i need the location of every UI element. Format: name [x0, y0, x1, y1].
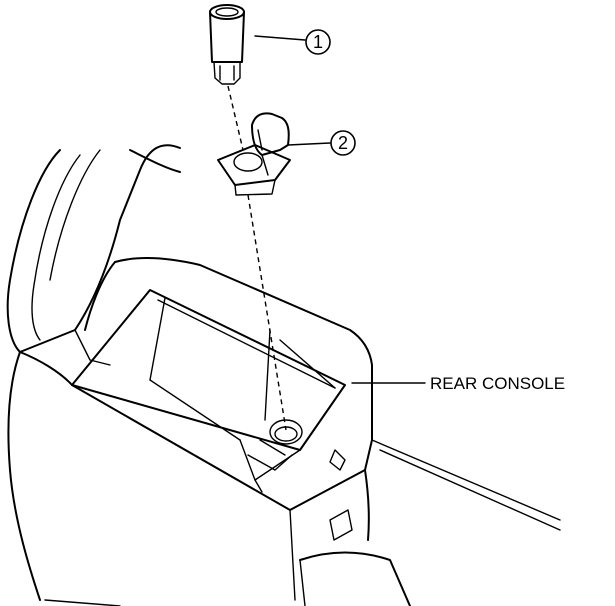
- callout-1-number: 1: [313, 32, 323, 52]
- callout-1: 1: [254, 29, 331, 55]
- part-1-socket: [209, 4, 245, 85]
- part-2-cap-holder: [217, 112, 291, 196]
- assembly-axis-line: [227, 85, 287, 431]
- callout-2: 2: [287, 130, 356, 156]
- rear-console-callout: REAR CONSOLE: [351, 374, 565, 393]
- rear-console-label: REAR CONSOLE: [430, 374, 565, 393]
- callout-2-number: 2: [338, 133, 348, 153]
- rear-console-body: [6, 144, 561, 606]
